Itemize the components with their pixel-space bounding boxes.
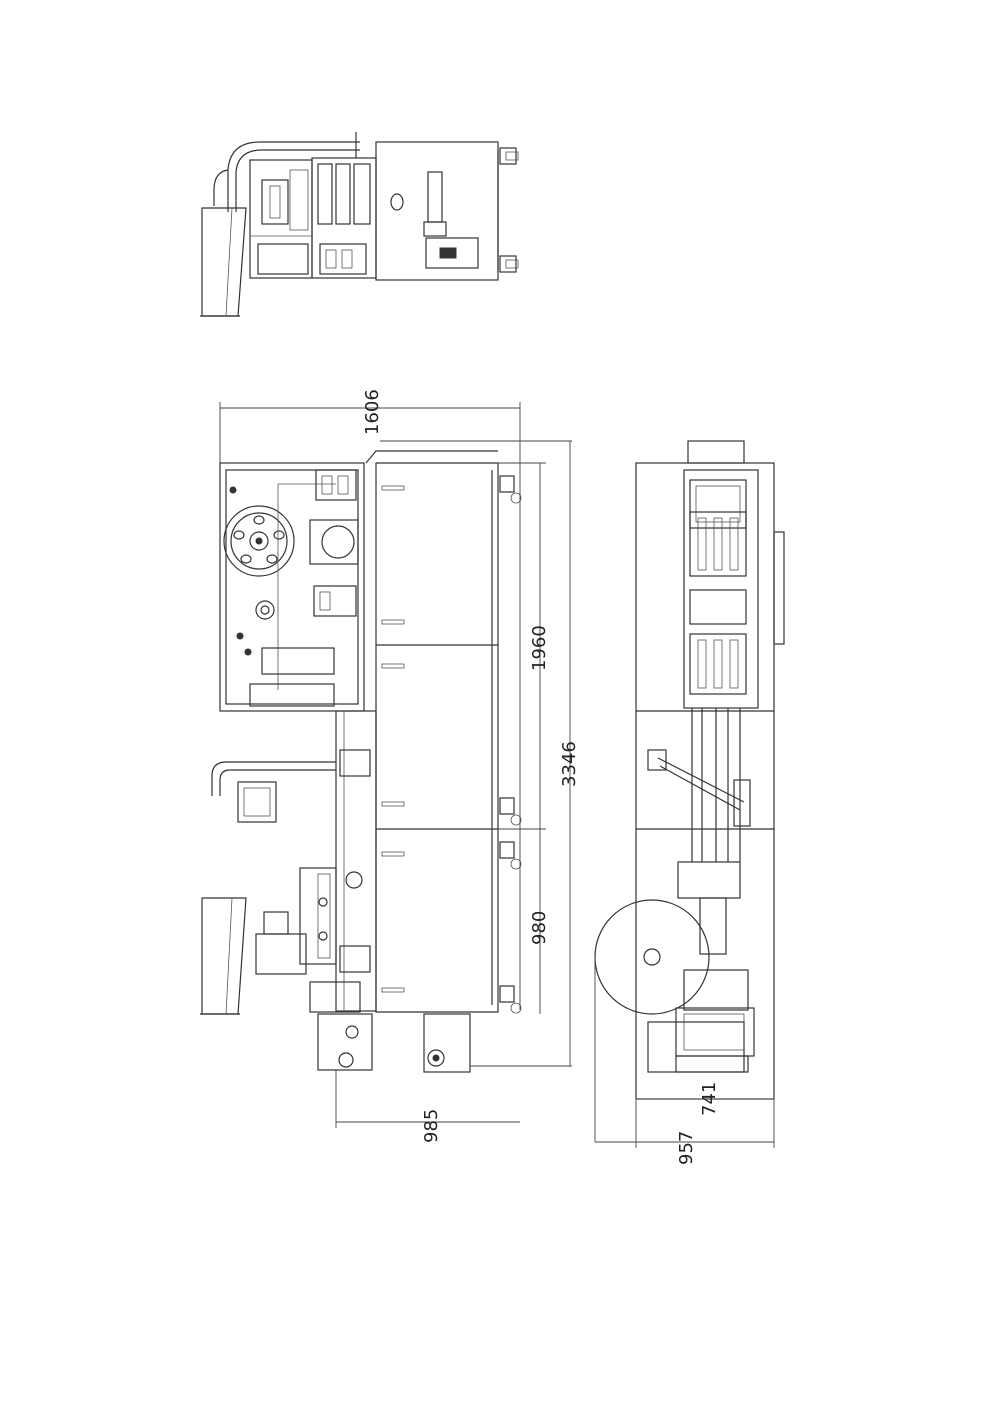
dim-bottom-width: 985 (421, 1109, 442, 1143)
dim-right-outer-width: 957 (676, 1131, 697, 1165)
dim-right-inner-width: 741 (699, 1082, 720, 1116)
dim-lower-height: 980 (529, 911, 550, 945)
front-elevation-view (200, 402, 572, 1128)
dim-total-height: 3346 (559, 741, 580, 787)
top-plan-view (200, 132, 519, 317)
side-elevation-view (594, 440, 785, 1148)
dim-top-width: 1606 (362, 389, 383, 435)
dim-upper-height: 1960 (529, 625, 550, 671)
